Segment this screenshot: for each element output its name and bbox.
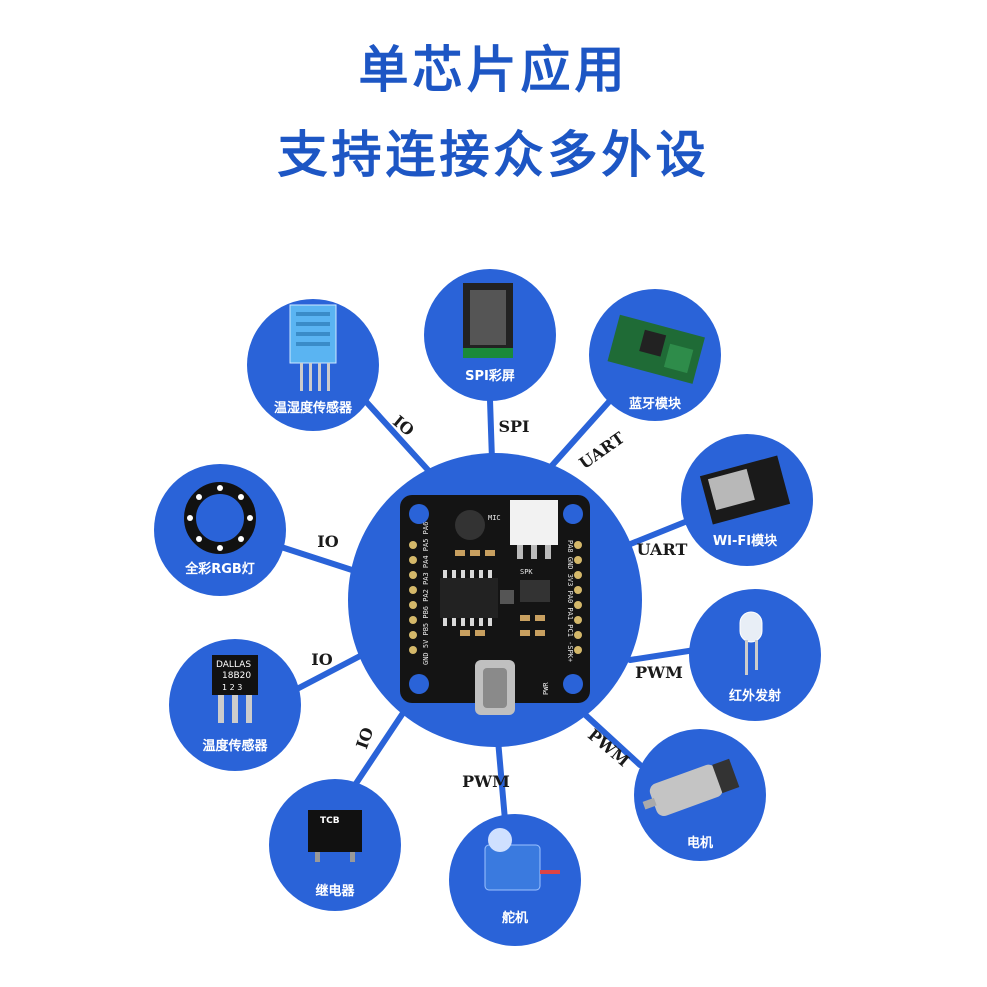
connector-rgb	[272, 542, 355, 573]
edge-label-temp: IO	[311, 650, 332, 669]
connector-wifi	[625, 517, 693, 548]
node-rgb: 全彩RGB灯	[154, 464, 286, 596]
ds18b20-icon: DALLAS 18B20 1 2 3	[212, 655, 258, 723]
node-label-bluetooth: 蓝牙模块	[629, 396, 682, 412]
node-spi-screen: SPI彩屏	[424, 269, 556, 401]
connector-ir	[627, 647, 698, 663]
servo-icon	[484, 828, 560, 891]
node-label-motor: 电机	[687, 835, 713, 851]
node-label-spi-screen: SPI彩屏	[465, 368, 515, 384]
node-label-wifi: WI-FI模块	[713, 533, 778, 549]
title-line-2: 支持连接众多外设	[277, 126, 710, 184]
edge-label-servo: PWM	[462, 772, 510, 791]
connector-spi-screen	[487, 397, 495, 463]
node-label-ir: 红外发射	[729, 688, 781, 704]
edge-label-wifi: UART	[637, 540, 688, 559]
node-motor: 电机	[634, 729, 766, 861]
node-label-rgb: 全彩RGB灯	[184, 561, 255, 577]
relay-icon: TCB	[308, 810, 362, 862]
ds18b20-pins: 1 2 3	[222, 683, 242, 692]
ds18b20-model: 18B20	[222, 671, 251, 681]
edge-label-rgb: IO	[317, 532, 338, 551]
node-ir: 红外发射	[689, 589, 821, 721]
bluetooth-module-icon	[607, 314, 705, 384]
connector-servo	[495, 737, 508, 823]
wifi-module-icon	[699, 455, 791, 525]
connector-motor	[577, 707, 643, 768]
node-servo: 舵机	[449, 814, 581, 946]
edge-label-ir: PWM	[635, 663, 683, 682]
connector-humidity	[357, 392, 431, 473]
node-humidity: 温湿度传感器	[247, 299, 379, 431]
connector-temp	[292, 652, 365, 693]
mcu-board-node: MIC SPK	[348, 453, 642, 747]
edge-label-relay: IO	[352, 725, 377, 752]
spk-label: SPK	[520, 568, 533, 576]
relay-brand: TCB	[320, 816, 340, 826]
node-label-relay: 继电器	[315, 883, 355, 899]
edge-label-bluetooth: UART	[576, 428, 629, 473]
dht-sensor-icon	[289, 304, 337, 391]
pwr-label: PWR	[542, 682, 550, 695]
rgb-ring-icon	[184, 482, 256, 554]
right-pin-labels: PA8 GND 3V3 PA0 PA1 PC1 -SPK+	[566, 540, 574, 662]
node-temp: DALLAS 18B20 1 2 3 温度传感器	[169, 639, 301, 771]
connectors	[272, 392, 698, 823]
left-pin-labels: GND 5V PB5 PB6 PA2 PA3 PA4 PA5 PA6	[422, 522, 430, 665]
node-label-humidity: 温湿度传感器	[274, 400, 353, 416]
ir-led-icon	[739, 611, 763, 675]
connector-bluetooth	[545, 392, 618, 473]
ds18b20-brand: DALLAS	[216, 660, 251, 670]
node-relay: TCB 继电器	[269, 779, 401, 911]
node-bluetooth: 蓝牙模块	[589, 289, 721, 421]
edge-label-spi-screen: SPI	[498, 417, 529, 436]
title-line-1: 单芯片应用	[358, 41, 629, 99]
motor-icon	[642, 758, 740, 816]
node-label-servo: 舵机	[502, 910, 528, 926]
mic-label: MIC	[488, 514, 501, 522]
node-wifi: WI-FI模块	[681, 434, 813, 566]
node-label-temp: 温度传感器	[202, 738, 268, 754]
